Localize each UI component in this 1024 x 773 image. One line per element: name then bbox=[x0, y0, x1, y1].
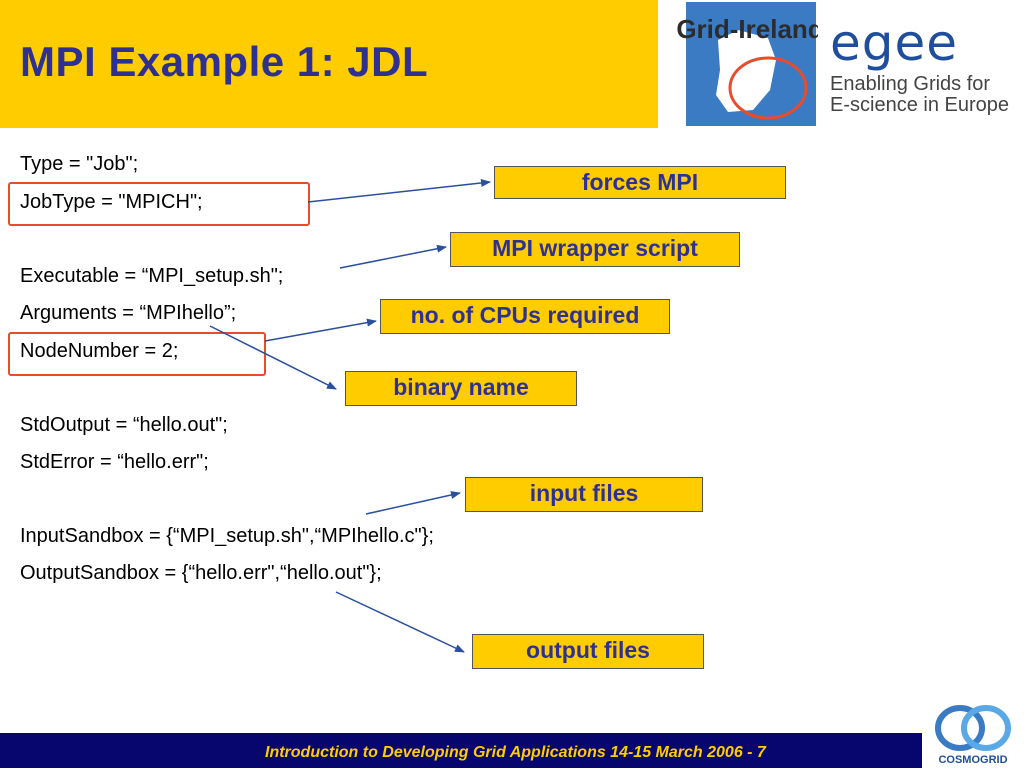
cosmogrid-logo: COSMOGRID bbox=[922, 700, 1024, 768]
egee-wordmark: egee bbox=[830, 14, 959, 72]
callout-output-files: output files bbox=[472, 634, 704, 669]
callout-cpus-required: no. of CPUs required bbox=[380, 299, 670, 334]
callout-binary-name: binary name bbox=[345, 371, 577, 406]
footer-text: Introduction to Developing Grid Applicat… bbox=[265, 744, 766, 761]
slide-title: MPI Example 1: JDL bbox=[20, 38, 429, 85]
egee-logo: egee Enabling Grids for E-science in Eur… bbox=[830, 18, 1020, 128]
callout-mpi-wrapper-script: MPI wrapper script bbox=[450, 232, 740, 267]
code-line-type: Type = "Job"; bbox=[20, 153, 139, 175]
code-line-inputsandbox: InputSandbox = {“MPI_setup.sh",“MPIhello… bbox=[20, 525, 434, 547]
egee-tagline-1: Enabling Grids for bbox=[830, 73, 991, 95]
nodenumber-highlight-box bbox=[8, 332, 266, 376]
code-line-stderror: StdError = “hello.err"; bbox=[20, 451, 209, 473]
callout-forces-mpi: forces MPI bbox=[494, 166, 786, 199]
cosmogrid-wordmark: COSMOGRID bbox=[938, 754, 1007, 766]
footer-bar bbox=[0, 733, 1024, 768]
header-band bbox=[0, 0, 658, 128]
egee-tagline-2: E-science in Europe bbox=[830, 94, 1009, 116]
code-line-nodenumber: NodeNumber = 2; bbox=[20, 340, 179, 362]
code-line-stdoutput: StdOutput = “hello.out"; bbox=[20, 414, 228, 436]
grid-ireland-wordmark: Grid-Ireland bbox=[676, 14, 818, 44]
callout-input-files: input files bbox=[465, 477, 703, 512]
code-line-outputsandbox: OutputSandbox = {“hello.err",“hello.out"… bbox=[20, 562, 382, 584]
jobtype-highlight-box bbox=[8, 182, 310, 226]
code-line-arguments: Arguments = “MPIhello”; bbox=[20, 302, 237, 324]
code-line-jobtype: JobType = "MPICH"; bbox=[20, 191, 203, 213]
grid-ireland-logo: Grid-Ireland bbox=[658, 0, 824, 128]
code-line-executable: Executable = “MPI_setup.sh"; bbox=[20, 265, 284, 287]
